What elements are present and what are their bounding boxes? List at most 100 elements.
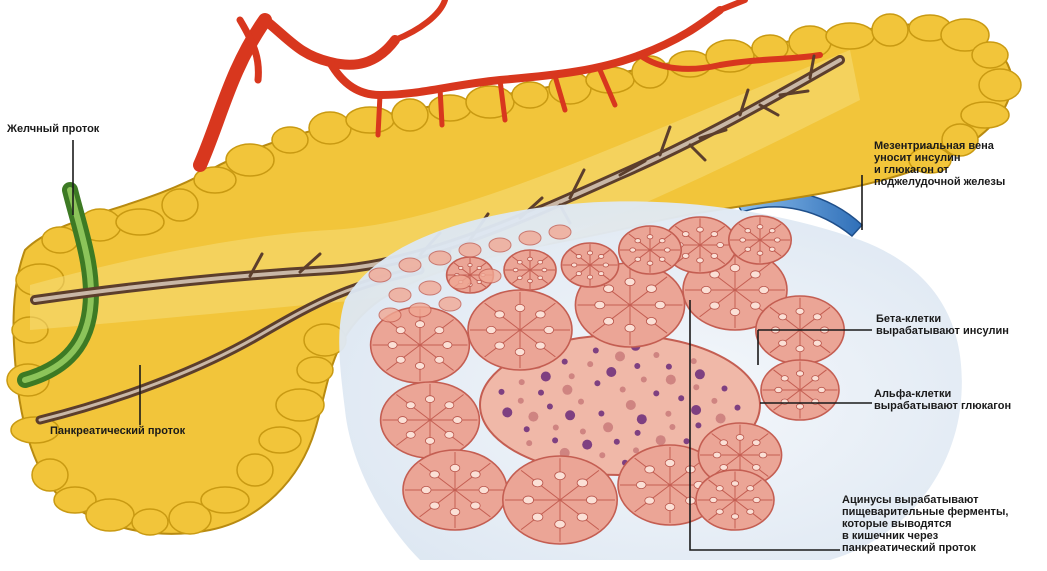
islet-cell: [691, 358, 697, 364]
islet-cell: [626, 400, 636, 410]
islet-cell: [695, 422, 701, 428]
acinus: [503, 456, 617, 544]
lobule: [86, 499, 134, 531]
islet-cell: [580, 429, 586, 435]
lobule: [32, 459, 68, 491]
islet-cell: [711, 398, 717, 404]
lobule: [42, 227, 78, 253]
islet-cell: [598, 411, 604, 417]
acinus-small: [399, 258, 421, 272]
lobule: [272, 127, 308, 153]
label-pancreatic-duct: Панкреатический проток: [50, 425, 185, 437]
acinus-small: [369, 268, 391, 282]
islet-cell: [519, 379, 525, 385]
islet-cell: [656, 435, 666, 445]
acinus-small: [459, 243, 481, 257]
acinus-small: [419, 281, 441, 295]
acinus-small: [519, 231, 541, 245]
islet-cell: [502, 407, 512, 417]
islet-cell: [641, 377, 647, 383]
islet-cell: [665, 411, 671, 417]
acinus-small: [489, 238, 511, 252]
islet-cell: [691, 405, 701, 415]
islet-cell: [562, 385, 572, 395]
islet-cell: [524, 426, 530, 432]
acinus: [403, 450, 507, 530]
islet-cell: [593, 348, 599, 354]
islet-cell: [620, 387, 626, 393]
islet-cell: [552, 437, 558, 443]
lobule: [392, 99, 428, 131]
lobule: [237, 454, 273, 486]
islet-cell: [615, 351, 625, 361]
islet-cell: [541, 372, 551, 382]
acinus: [468, 290, 572, 370]
lobule: [961, 102, 1009, 128]
islet-cell: [693, 384, 699, 390]
lobule: [512, 82, 548, 108]
label-alpha-cells: Альфа-клетки вырабатывают глюкагон: [874, 388, 1011, 412]
lobule: [789, 26, 831, 58]
lobule: [972, 42, 1008, 68]
islet-cell: [637, 414, 647, 424]
lobule: [297, 357, 333, 383]
label-acini: Ацинусы вырабатывают пищеварительные фер…: [842, 494, 1008, 554]
islet-cell: [499, 389, 505, 395]
acinus-small: [439, 297, 461, 311]
islet-cell: [599, 452, 605, 458]
islet-cell: [518, 398, 524, 404]
islet-cell: [582, 440, 592, 450]
acinus: [696, 470, 774, 530]
lobule: [201, 487, 249, 513]
acinus-small: [449, 275, 471, 289]
islet-cell: [653, 352, 659, 358]
islet-cell: [669, 424, 675, 430]
islet-cell: [614, 439, 620, 445]
islet-cell: [569, 373, 575, 379]
islet-cell: [666, 375, 676, 385]
lobule: [162, 189, 198, 221]
lobule: [226, 144, 274, 176]
islet-cell: [565, 410, 575, 420]
acinus: [761, 360, 839, 420]
lobule: [429, 95, 471, 121]
islet-cell: [635, 430, 641, 436]
acinus-small: [429, 251, 451, 265]
lobule: [979, 69, 1021, 101]
acinus: [381, 382, 480, 458]
label-bile-duct: Желчный проток: [7, 123, 99, 135]
islet-cell: [528, 412, 538, 422]
islet-cell: [562, 359, 568, 365]
acinus-small: [389, 288, 411, 302]
lobule: [259, 427, 301, 453]
label-beta-cells: Бета-клетки вырабатывают инсулин: [876, 313, 1009, 337]
acinus-small: [549, 225, 571, 239]
lobule: [276, 389, 324, 421]
lobule: [826, 23, 874, 49]
lobule: [116, 209, 164, 235]
islet-cell: [547, 404, 553, 410]
acinus: [504, 250, 556, 290]
acinus: [729, 216, 791, 264]
acinus: [561, 243, 618, 287]
lobule: [309, 112, 351, 144]
lobule: [669, 51, 711, 77]
label-mesenteric-vein: Мезентриальная вена уносит инсулин и глю…: [874, 140, 1005, 188]
acinus: [619, 226, 681, 274]
islet-cell: [606, 367, 616, 377]
islet-cell: [553, 425, 559, 431]
islet-cell: [695, 369, 705, 379]
islet-cell: [735, 405, 741, 411]
lobule: [466, 86, 514, 118]
islet-cell: [634, 363, 640, 369]
islet-cell: [716, 414, 726, 424]
lobule: [346, 107, 394, 133]
lobule: [132, 509, 168, 535]
islet-cell: [603, 422, 613, 432]
islet-cell: [678, 395, 684, 401]
acinus-small: [379, 308, 401, 322]
acinus-small: [479, 269, 501, 283]
islet-cell: [684, 438, 690, 444]
